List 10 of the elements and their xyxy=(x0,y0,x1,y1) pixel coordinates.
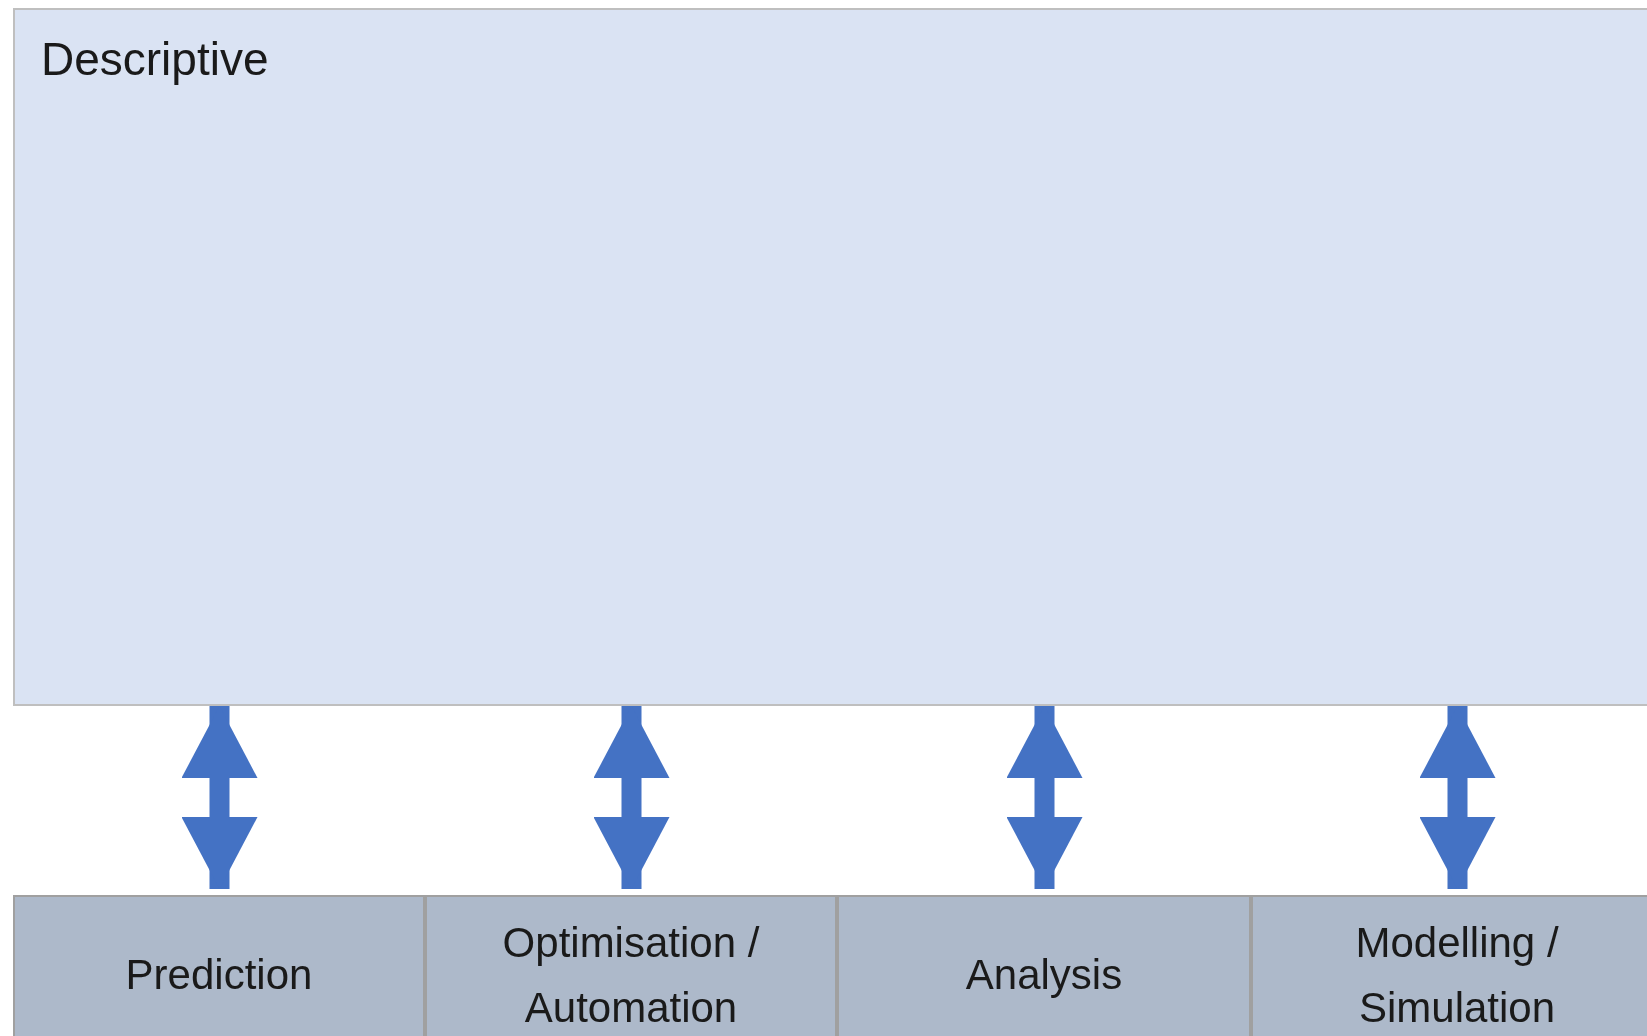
double-arrow xyxy=(181,706,258,889)
panel-heading: Descriptive xyxy=(41,32,269,86)
category-cell: Modelling / Simulation xyxy=(1251,895,1647,1036)
category-cell: Prediction xyxy=(13,895,426,1036)
double-arrow xyxy=(1006,706,1083,889)
double-arrow xyxy=(593,706,670,889)
category-cell: Analysis xyxy=(837,895,1252,1036)
panel xyxy=(13,8,1647,706)
category-cell: Optimisation / Automation xyxy=(425,895,838,1036)
double-arrow xyxy=(1419,706,1496,889)
